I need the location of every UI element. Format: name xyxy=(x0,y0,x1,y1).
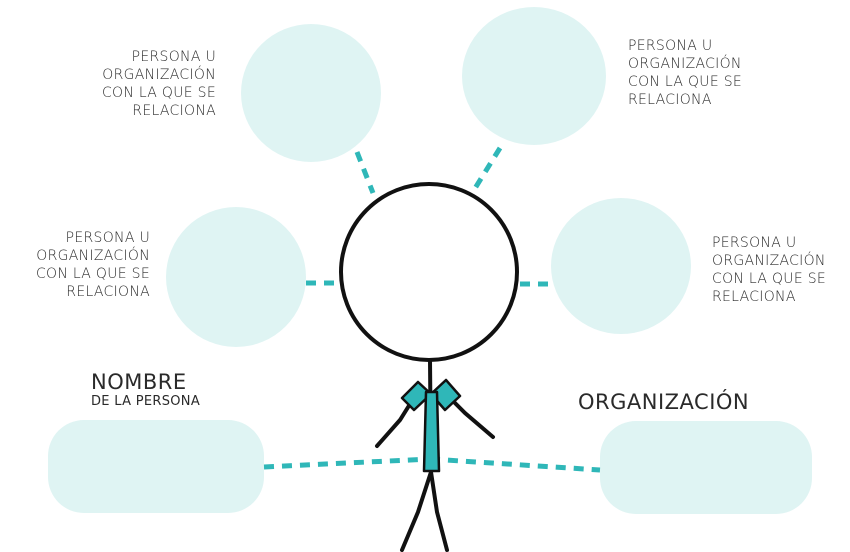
relation-label-line: RELACIONA xyxy=(66,284,150,300)
relation-label-line: RELACIONA xyxy=(712,289,796,305)
connector-organization xyxy=(429,456,601,473)
relation-label-top-right: PERSONA U ORGANIZACIÓN CON LA QUE SE REL… xyxy=(628,37,808,109)
tie xyxy=(400,378,462,473)
relation-label-line: ORGANIZACIÓN xyxy=(102,67,216,83)
connector-name xyxy=(263,456,431,470)
relation-label-line: PERSONA U xyxy=(131,49,216,65)
relation-label-line: PERSONA U xyxy=(712,235,797,251)
name-subtitle: DE LA PERSONA xyxy=(91,394,201,409)
relation-label-line: RELACIONA xyxy=(628,92,712,108)
relation-label-line: ORGANIZACIÓN xyxy=(712,253,826,269)
name-title: NOMBRE xyxy=(91,370,187,394)
relation-label-line: CON LA QUE SE xyxy=(35,266,150,282)
relation-label-line: RELACIONA xyxy=(132,103,216,119)
relation-label-line: CON LA QUE SE xyxy=(628,74,743,90)
bubble-mid-left xyxy=(166,207,306,347)
organization-box xyxy=(600,421,812,514)
person-head xyxy=(339,182,519,362)
relation-label-line: ORGANIZACIÓN xyxy=(36,248,150,264)
relation-label-line: CON LA QUE SE xyxy=(101,85,216,101)
relation-label-top-left: PERSONA U ORGANIZACIÓN CON LA QUE SE REL… xyxy=(60,48,216,120)
organization-title: ORGANIZACIÓN xyxy=(578,390,750,414)
bubble-top-right xyxy=(462,7,606,145)
connector-top-right xyxy=(471,146,503,192)
relation-label-line: CON LA QUE SE xyxy=(712,271,827,287)
relation-label-line: PERSONA U xyxy=(628,38,713,54)
connector-top-left xyxy=(354,151,376,194)
relation-label-line: PERSONA U xyxy=(65,230,150,246)
bubble-top-left xyxy=(241,24,381,162)
bubble-mid-right xyxy=(551,198,691,334)
name-box xyxy=(48,420,264,513)
relation-label-mid-right: PERSONA U ORGANIZACIÓN CON LA QUE SE REL… xyxy=(712,234,848,306)
relation-label-mid-left: PERSONA U ORGANIZACIÓN CON LA QUE SE REL… xyxy=(4,229,150,301)
relation-label-line: ORGANIZACIÓN xyxy=(628,56,742,72)
